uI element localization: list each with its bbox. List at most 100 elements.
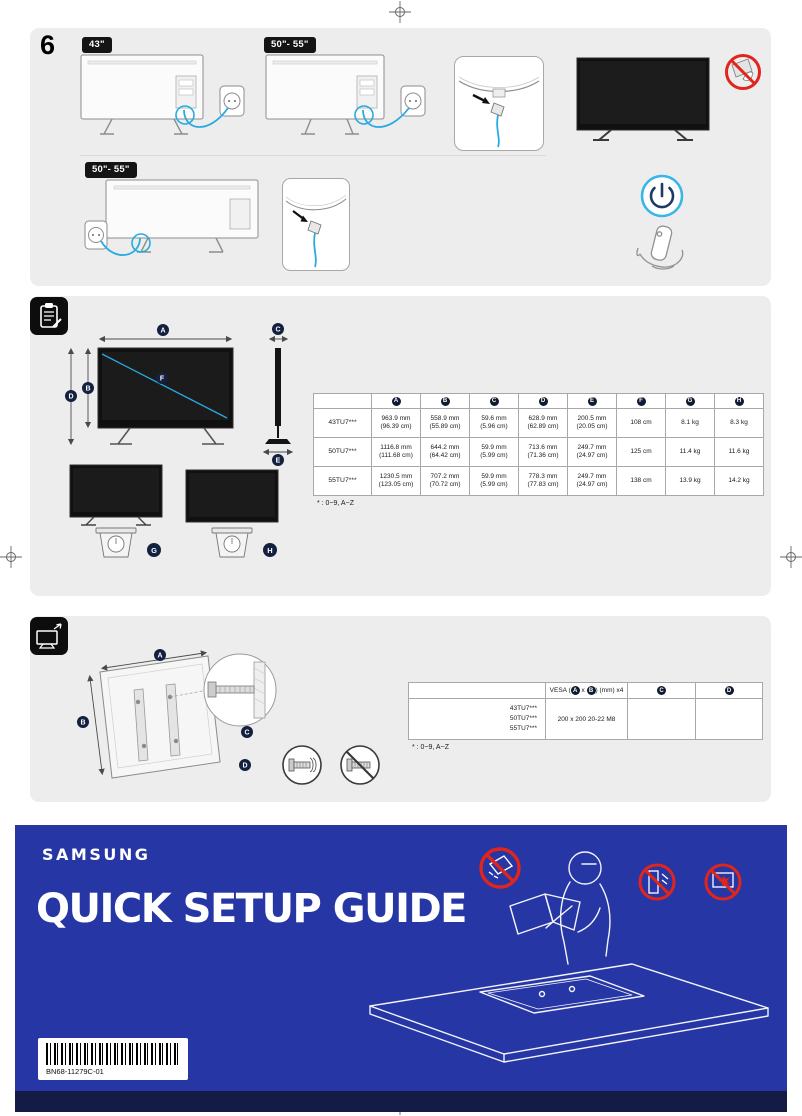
no-drop-prohibition-icon <box>479 847 521 889</box>
mount-label-b: B <box>77 716 89 728</box>
weight-with-stand-illustration: G <box>69 464 163 558</box>
tv-rear-bottom-illustration <box>84 179 259 256</box>
spec-row: 55TU7*** 1230.5 mm(123.05 cm) 707.2 mm(7… <box>313 466 764 496</box>
model-name: 50TU7*** <box>509 715 537 723</box>
dim-label-f: F <box>156 372 168 384</box>
svg-text:D: D <box>68 394 73 401</box>
table-top <box>369 963 769 1055</box>
person-head <box>568 851 602 885</box>
value-mm: 59.6 mm <box>481 414 507 422</box>
vesa-c-cell <box>627 698 696 740</box>
svg-text:B: B <box>85 386 90 393</box>
value-mm: 778.3 mm <box>528 472 558 480</box>
model-name: 55TU7*** <box>509 724 537 732</box>
tv-rear-43-illustration <box>80 54 245 135</box>
spec-cell: 138 cm <box>616 466 666 496</box>
svg-text:F: F <box>160 376 165 383</box>
mount-label-a: A <box>154 649 166 661</box>
spec-cell: 778.3 mm(77.83 cm) <box>518 466 568 496</box>
mount-bracket <box>133 688 149 762</box>
value-cm: (64.42 cm) <box>429 452 461 459</box>
value-cm: (55.89 cm) <box>429 423 461 430</box>
registration-mark-left <box>0 546 22 568</box>
vesa-label-prefix: VESA ( <box>549 687 571 695</box>
vesa-col-header-d: D <box>695 682 763 699</box>
power-cable-line <box>362 107 410 128</box>
circled-letter-d: D <box>724 686 734 695</box>
power-cable-line <box>100 237 141 256</box>
tv-box-on-table <box>479 975 645 1014</box>
col-header-f: F <box>616 393 666 409</box>
weight-label-h: H <box>263 543 277 557</box>
circled-letter-b: B <box>586 686 596 695</box>
vesa-d-cell <box>695 698 763 740</box>
spec-cell: 644.2 mm(64.42 cm) <box>420 437 470 467</box>
spec-cell: 963.9 mm(96.39 cm) <box>371 408 421 438</box>
value-mm: 1116.8 mm <box>380 443 412 451</box>
circled-letter-b: B <box>440 396 450 406</box>
barcode-block: BN68-11279C-01 <box>38 1038 188 1080</box>
circled-letter-a: A <box>570 686 580 695</box>
circled-letter-c: C <box>489 396 499 406</box>
value-cm: (24.97 cm) <box>576 452 608 459</box>
circled-letter-c: C <box>657 686 666 695</box>
model-cell: 43TU7*** <box>313 408 372 438</box>
vesa-row: 43TU7*** 50TU7*** 55TU7*** 200 x 200 20-… <box>408 698 763 740</box>
spec-cell: 249.7 mm(24.97 cm) <box>567 437 617 467</box>
value-cm: (71.36 cm) <box>527 452 559 459</box>
value-cm: (5.99 cm) <box>480 452 508 459</box>
no-touch-screen-prohibition-icon <box>725 54 761 90</box>
svg-text:A: A <box>160 328 165 335</box>
col-header-a: A <box>371 393 421 409</box>
row-divider <box>80 155 546 156</box>
vesa-models-cell: 43TU7*** 50TU7*** 55TU7*** <box>408 698 546 740</box>
circled-letter-f: F <box>636 396 646 406</box>
part-number: BN68-11279C-01 <box>46 1067 104 1076</box>
tv-side-profile <box>275 348 281 426</box>
circled-letter-h: H <box>734 396 744 406</box>
value-mm: 644.2 mm <box>430 443 460 451</box>
plug-shape <box>307 220 322 235</box>
svg-text:E: E <box>276 458 281 465</box>
guide-title: QUICK SETUP GUIDE <box>36 886 468 932</box>
value-mm: 59.9 mm <box>481 472 507 480</box>
hand-with-remote <box>636 225 684 270</box>
weight-without-stand-illustration: H <box>185 469 279 558</box>
model-header-cell <box>313 393 372 409</box>
value-mm: 558.9 mm <box>430 414 460 422</box>
vesa-header-row: VESA (A x B) (mm) x4 C D <box>408 682 763 699</box>
svg-text:A: A <box>157 653 162 660</box>
spec-cell: 200.5 mm(20.05 cm) <box>567 408 617 438</box>
samsung-logo: SAMSUNG <box>42 845 151 864</box>
weight-label-g: G <box>147 543 161 557</box>
spec-row: 50TU7*** 1116.8 mm(111.68 cm) 644.2 mm(6… <box>313 437 764 467</box>
spec-cell: 108 cm <box>616 408 666 438</box>
model-name: 43TU7*** <box>509 705 537 713</box>
col-header-c: C <box>469 393 519 409</box>
spec-cell: 59.6 mm(5.96 cm) <box>469 408 519 438</box>
size-badge-50-55: 50"- 55" <box>264 37 316 53</box>
spec-cell: 14.2 kg <box>714 466 764 496</box>
value-cm: (5.96 cm) <box>480 423 508 430</box>
svg-text:B: B <box>80 720 85 727</box>
cable-highlight-circle <box>131 233 151 253</box>
dim-label-c: C <box>272 323 284 335</box>
value-mm: 1230.5 mm <box>379 472 413 480</box>
registration-mark-top <box>389 1 411 23</box>
spec-cell: 1230.5 mm(123.05 cm) <box>371 466 421 496</box>
circled-letter-d: D <box>538 396 548 406</box>
spec-cell: 1116.8 mm(111.68 cm) <box>371 437 421 467</box>
vesa-col-header-c: C <box>627 682 696 699</box>
circled-letter-a: A <box>391 396 401 406</box>
spec-cell: 8.3 kg <box>714 408 764 438</box>
svg-text:C: C <box>244 730 249 737</box>
mount-label-c: C <box>241 726 253 738</box>
diagonal-line <box>101 353 228 419</box>
value-cm: (111.68 cm) <box>379 452 413 459</box>
spec-cell: 11.6 kg <box>714 437 764 467</box>
spec-cell: 125 cm <box>616 437 666 467</box>
cable-highlight-circle <box>175 105 195 125</box>
value-cm: (5.99 cm) <box>480 481 508 488</box>
dim-label-b: B <box>82 382 94 394</box>
